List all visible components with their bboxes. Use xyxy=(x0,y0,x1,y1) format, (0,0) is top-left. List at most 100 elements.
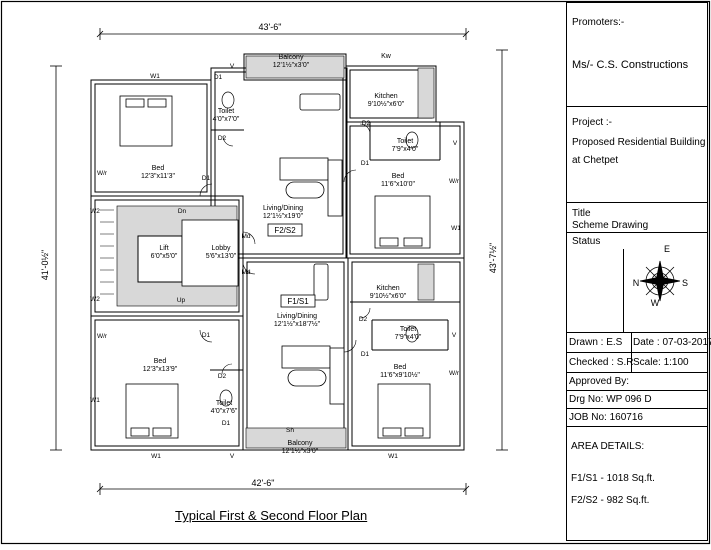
label-balcony-bot: Balcony xyxy=(288,440,313,447)
approved-by-field: Approved By: xyxy=(569,376,630,387)
svg-text:V: V xyxy=(230,63,235,70)
label-bed-tl: Bed xyxy=(152,165,165,172)
lobby-area xyxy=(181,219,239,287)
svg-text:W1: W1 xyxy=(151,453,161,460)
living-furniture xyxy=(279,93,345,405)
svg-text:V: V xyxy=(453,140,458,147)
stair-treads xyxy=(100,209,114,295)
drawn-date-cell: Drawn : E.S Date : 07-03-2017 xyxy=(567,333,711,353)
dim-right-label: 43'-7½" xyxy=(488,243,498,273)
plan-title: Typical First & Second Floor Plan xyxy=(175,508,368,523)
label-kw: Kw xyxy=(381,53,392,60)
room-labels: Balcony 12'1½"x3'0" Kw Kitchen 9'10½"x6'… xyxy=(141,53,422,455)
label-toilet-bl: Toilet xyxy=(216,400,232,407)
status-cell: Status xyxy=(567,233,707,333)
label-bed-bl: Bed xyxy=(154,358,167,365)
door-swings xyxy=(199,123,371,375)
label-bed-tr-size: 11'6"x10'0" xyxy=(381,181,415,188)
checked-scale-cell: Checked : S.R Scale: 1:100 xyxy=(567,353,707,373)
scale-field: Scale: 1:100 xyxy=(633,357,689,368)
label-lobby: Lobby xyxy=(211,245,231,252)
compass-n: N xyxy=(633,278,640,288)
window-marks xyxy=(90,79,465,451)
label-balcony-top: Balcony xyxy=(279,54,304,61)
title-value: Scheme Drawing xyxy=(572,220,649,231)
label-living-bot-size: 12'1½"x18'7½" xyxy=(274,320,321,328)
label-toilet-br-size: 7'9"x4'0" xyxy=(395,334,422,341)
promoters-cell: Promoters:- Ms/- C.S. Constructions xyxy=(567,3,707,107)
svg-text:D1: D1 xyxy=(361,160,370,167)
drg-no-field: Drg No: WP 096 D xyxy=(569,394,652,405)
unit-lower-label: F1/S1 xyxy=(287,297,309,306)
dim-left-label: 41'-0½" xyxy=(40,250,50,280)
svg-text:D1: D1 xyxy=(202,332,211,339)
title-block: Promoters:- Ms/- C.S. Constructions Proj… xyxy=(566,2,711,541)
svg-text:Sh: Sh xyxy=(286,427,294,434)
checked-field: Checked : S.R xyxy=(569,357,634,368)
label-kitchen-bot: Kitchen xyxy=(376,285,399,292)
label-lobby-size: 5'6"x13'0" xyxy=(206,253,237,260)
area-details-label: AREA DETAILS: xyxy=(571,441,645,452)
plan-walls xyxy=(90,53,465,451)
area-f1: F1/S1 - 1018 Sq.ft. xyxy=(571,473,655,484)
label-toilet-tr-size: 7'9"x4'0" xyxy=(392,146,419,153)
unit-tag-upper: F2/S2 xyxy=(267,223,303,237)
label-bed-br-size: 11'6"x9'10½" xyxy=(380,371,420,379)
label-lift-size: 6'0"x5'0" xyxy=(151,253,178,260)
toilet-fixtures xyxy=(219,91,419,407)
project-label: Project :- xyxy=(572,117,613,128)
svg-text:Md: Md xyxy=(241,233,250,240)
label-lift: Lift xyxy=(159,245,168,252)
project-line1: Proposed Residential Building xyxy=(572,137,706,148)
label-bed-bl-size: 12'3"x13'9" xyxy=(143,366,178,373)
dim-top-label: 43'-6" xyxy=(259,22,282,32)
date-field: Date : 07-03-2017 xyxy=(633,337,711,348)
label-bed-br: Bed xyxy=(394,364,407,371)
title-label: Title xyxy=(572,208,591,219)
label-bed-tl-size: 12'3"x11'3" xyxy=(141,173,175,180)
drg-no-cell: Drg No: WP 096 D xyxy=(567,391,707,409)
label-balcony-top-size: 12'1½"x3'0" xyxy=(273,61,310,69)
job-no-cell: JOB No: 160716 xyxy=(567,409,707,427)
area-f2: F2/S2 - 982 Sq.ft. xyxy=(571,495,650,506)
project-line2: at Chetpet xyxy=(572,155,619,166)
dim-bottom-label: 42'-6" xyxy=(252,478,275,488)
svg-text:Dn: Dn xyxy=(178,208,187,215)
svg-text:Up: Up xyxy=(177,297,186,304)
label-toilet-tl-size: 4'0"x7'0" xyxy=(213,116,240,123)
svg-text:D1: D1 xyxy=(222,420,231,427)
label-living-bot: Living/Dining xyxy=(277,313,317,320)
svg-text:D2: D2 xyxy=(218,373,227,380)
label-kitchen-top-size: 9'10½"x6'0" xyxy=(368,100,405,108)
title-cell: Title Scheme Drawing xyxy=(567,203,707,233)
svg-text:D2: D2 xyxy=(362,120,371,127)
unit-upper-label: F2/S2 xyxy=(274,226,296,235)
element-tags: W1 V D1 D2 D1 W/r W2 Dn Up Md Md W2 W/r … xyxy=(90,63,461,460)
svg-text:W/r: W/r xyxy=(449,370,460,377)
job-no-field: JOB No: 160716 xyxy=(569,412,643,423)
svg-text:W2: W2 xyxy=(90,296,100,303)
svg-text:W/r: W/r xyxy=(449,178,460,185)
unit-tag-lower: F1/S1 xyxy=(280,294,316,308)
label-balcony-bot-size: 12'1½"x3'0" xyxy=(282,447,319,455)
label-toilet-br: Toilet xyxy=(400,326,416,333)
svg-text:D2: D2 xyxy=(359,316,368,323)
compass-labels: E N S W xyxy=(633,244,688,308)
compass-s: S xyxy=(682,278,688,288)
label-living-top-size: 12'1½"x19'0" xyxy=(263,212,304,220)
svg-text:W1: W1 xyxy=(90,397,100,404)
promoter-name: Ms/- C.S. Constructions xyxy=(572,59,689,71)
label-kitchen-top: Kitchen xyxy=(374,93,397,100)
svg-text:V: V xyxy=(230,453,235,460)
label-kitchen-bot-size: 9'10½"x6'0" xyxy=(370,292,407,300)
label-toilet-bl-size: 4'0"x7'6" xyxy=(211,408,238,415)
svg-text:W1: W1 xyxy=(388,453,398,460)
promoters-label: Promoters:- xyxy=(572,17,625,28)
project-cell: Project :- Proposed Residential Building… xyxy=(567,107,707,203)
svg-text:D1: D1 xyxy=(361,351,370,358)
svg-text:W/r: W/r xyxy=(97,333,108,340)
svg-text:W1: W1 xyxy=(451,225,461,232)
svg-text:W1: W1 xyxy=(150,73,160,80)
